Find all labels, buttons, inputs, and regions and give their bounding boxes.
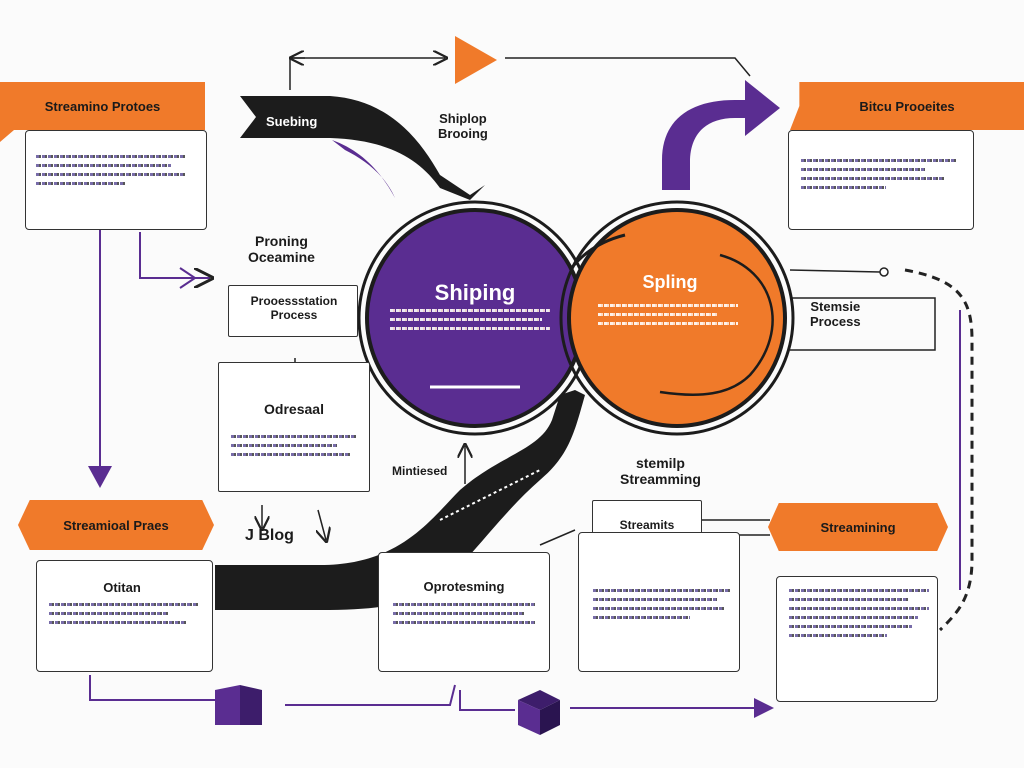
top-connector	[289, 58, 445, 90]
box-top-left-text	[36, 149, 186, 191]
box-otitan: Otitan	[36, 560, 213, 672]
banner-top-left-label: Streamino Protoes	[44, 98, 161, 114]
box-top-right	[788, 130, 974, 230]
label-otitan: Otitan	[103, 580, 141, 595]
orange-triangle-icon	[455, 36, 497, 84]
label-stemilp: stemilp Streamming	[620, 455, 701, 488]
top-right-connector	[505, 57, 751, 77]
label-subbing: Suebing	[266, 114, 318, 129]
box-bottom-center-right-text	[593, 583, 731, 625]
banner-top-right-label: Bitcu Prooeites	[859, 98, 955, 114]
banner-mid-left-label: Streamioal Praes	[63, 517, 169, 533]
label-odresaal: Odresaal	[264, 401, 324, 417]
black-ribbon-upper	[240, 96, 485, 200]
purple-curved-arrow	[662, 80, 780, 190]
banner-mid-right: Streamining	[768, 503, 948, 551]
label-streamits: Streamits	[619, 518, 675, 532]
banner-mid-left: Streamioal Praes	[18, 500, 214, 550]
box-bottom-right-text	[789, 583, 929, 643]
box-otitan-text	[49, 597, 199, 630]
label-proning: Proning Oceamine	[248, 233, 315, 266]
box-top-left	[25, 130, 207, 230]
banner-top-left: Streamino Protoes	[0, 82, 205, 130]
circle-left-title: Shiping	[434, 280, 516, 305]
banner-top-right: Bitcu Prooeites	[790, 82, 1024, 130]
box-top-right-text	[801, 153, 956, 195]
box-bottom-center-right	[578, 532, 740, 672]
box-odresaal-text	[231, 429, 356, 462]
circle-right-title: Spling	[642, 272, 698, 292]
label-oprotesming: Oprotesming	[423, 579, 505, 594]
label-shipping-boring: Shiplop Brooing	[438, 111, 488, 141]
box-oprotesming-text	[393, 597, 535, 630]
label-mintiesed: Mintiesed	[392, 464, 448, 478]
box-oprotesming: Oprotesming	[378, 552, 550, 672]
label-stemsie: Stemsie Process	[810, 299, 861, 329]
box-bottom-right	[776, 576, 938, 702]
circle-right-text	[598, 298, 738, 331]
bottom-connector	[89, 675, 215, 701]
banner-mid-right-label: Streamining	[820, 519, 896, 535]
circle-left-text	[390, 303, 550, 336]
orange-circle	[567, 208, 787, 428]
label-jblog: J Blog	[245, 527, 294, 544]
box-proposition: Prooessstation Process	[228, 285, 358, 337]
box-odresaal: Odresaal	[218, 362, 370, 492]
cube-icon	[215, 685, 262, 725]
label-proposition: Prooessstation Process	[250, 294, 338, 322]
cube-icon	[518, 690, 560, 735]
